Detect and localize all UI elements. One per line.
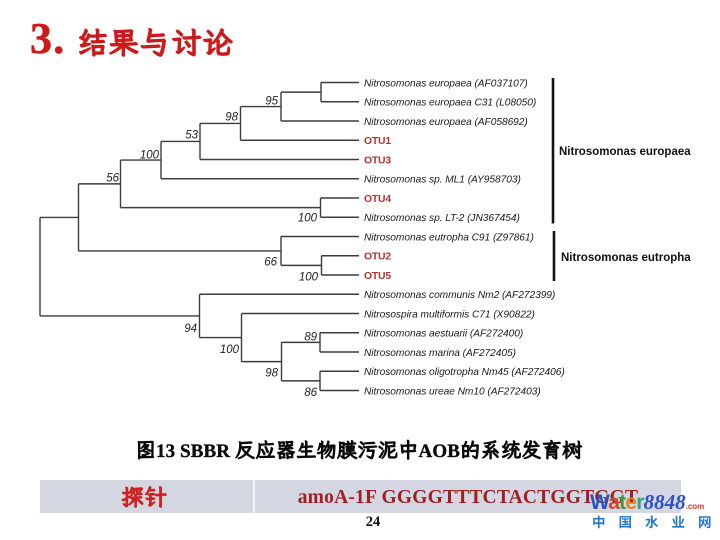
bootstrap-value: 100 [298,212,318,224]
glyph-outline [461,440,479,460]
glyph-outline [144,485,167,508]
glyph-outline [255,440,276,460]
glyph-outline [593,515,605,529]
phylogenetic-tree: Nitrosomonas europaea (AF037107) Nitrosom… [39,78,691,399]
taxon-label: Nitrosomonas ureae Nm10 (AF272403) [364,386,541,397]
glyph-outline [418,444,433,458]
taxon-label-otu: OTU2 [364,252,391,263]
taxon-label: Nitrosomonas marina (AF272405) [364,348,516,359]
bootstrap-value: 89 [304,331,317,343]
glyph-outline [109,29,139,57]
glyph-outline [54,46,63,54]
bootstrap-value: 66 [264,256,277,268]
glyph-outline [400,439,417,460]
taxon-label: Nitrosospira multiformis C71 (X90822) [364,309,535,320]
watermark-letter: t [619,491,626,514]
glyph-outline [645,515,659,529]
bootstrap-value: 100 [299,271,319,283]
glyph-outline [172,28,202,57]
glyph-outline [202,28,233,56]
glyph-outline [296,440,317,459]
bootstrap-value: 94 [184,323,197,335]
taxon-label: Nitrosomonas oligotropha Nm45 (AF272406) [364,367,565,378]
bootstrap-value: 98 [265,367,278,379]
taxon-label: Nitrosomonas europaea C31 (L08050) [364,98,536,109]
bootstrap-value: 98 [225,111,238,123]
probe-sequence: amoA-1F GGGGTTTCTACTGGTGGT [297,487,639,508]
watermark-number: 8848 [643,490,686,514]
glyph-outline [482,439,499,460]
glyph-outline [358,441,378,460]
taxon-label: Nitrosomonas europaea (AF058692) [364,117,528,128]
taxon-label-otu: OTU5 [364,271,391,282]
taxon-label: Nitrosomonas sp. LT-2 (JN367454) [364,213,520,224]
glyph-outline [562,440,583,460]
page-number: 24 [365,514,381,530]
glyph-outline [501,440,522,460]
glyph-outline [235,441,255,460]
glyph-outline [140,27,167,57]
glyph-outline [336,440,358,460]
glyph-outline [522,439,542,460]
watermark-letter: r [636,491,644,514]
taxon-label-otu: OTU3 [364,155,391,166]
glyph-outline [166,444,175,458]
bootstrap-value: 56 [106,172,119,184]
glyph-outline [699,516,711,529]
taxon-label: Nitrosomonas europaea (AF037107) [364,78,528,89]
taxon-label: Nitrosomonas aestuarii (AF272400) [364,329,523,340]
bootstrap-value: 100 [220,344,240,356]
glyph-outline [190,444,204,458]
glyph-outline [276,440,296,460]
taxon-label-otu: OTU1 [364,136,391,147]
glyph-outline [203,444,216,458]
group-label: Nitrosomonas eutropha [561,252,691,264]
watermark-domain-suffix: .com [685,502,705,511]
glyph-outline [78,28,107,57]
glyph-outline [31,23,51,54]
watermark-cn-name [593,515,711,529]
bootstrap-value: 95 [265,95,278,107]
glyph-outline [316,440,336,460]
probe-table-divider [253,480,255,513]
watermark-site-name: Water [590,491,644,514]
figure-caption [137,439,583,460]
taxon-label-otu: OTU4 [364,194,391,205]
bootstrap-value: 100 [140,149,160,161]
taxon-label: Nitrosomonas sp. ML1 (AY958703) [364,175,521,186]
glyph-outline [216,444,231,458]
glyph-outline [542,439,561,460]
taxon-label: Nitrosomonas eutropha C91 (Z97861) [364,232,534,243]
taxon-label: Nitrosomonas communis Nm2 (AF272399) [364,290,555,301]
glyph-outline [619,516,631,529]
watermark: Water8848.com [590,490,711,529]
watermark-letter: a [608,491,620,514]
probe-table: amoA-1F GGGGTTTCTACTGGTGGT [40,480,681,513]
glyph-outline [137,440,155,460]
glyph-outline [157,444,165,458]
glyph-outline [121,486,144,508]
bootstrap-value: 86 [304,387,317,399]
glyph-outline [378,441,398,460]
glyph-outline [180,444,191,458]
watermark-letter: e [625,491,637,514]
glyph-outline [447,444,460,458]
bootstrap-value: 53 [185,129,198,141]
watermark-letter: W [590,491,609,514]
glyph-outline [433,444,447,458]
glyph-outline [672,515,685,528]
probe-table-header [121,485,167,508]
page-title [31,23,233,57]
group-label: Nitrosomonas europaea [559,146,691,158]
